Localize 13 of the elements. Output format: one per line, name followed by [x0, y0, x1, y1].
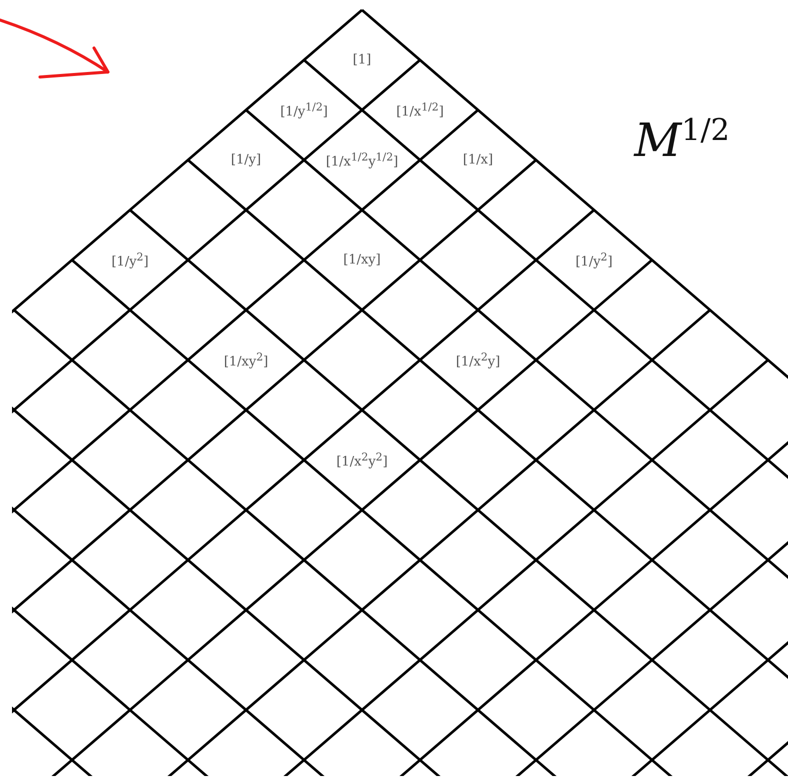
math-label: [1/y$^{2}$] — [110, 250, 150, 270]
math-label: [1/x] — [462, 152, 494, 168]
math-label: [1/x$^{1/2}$y$^{1/2}$] — [324, 150, 400, 170]
math-label: [1/x$^{2}$y] — [454, 350, 502, 370]
math-label: [1/y] — [230, 152, 262, 168]
math-label: [1/x$^{1/2}$] — [395, 100, 445, 120]
math-label: [1/xy] — [342, 252, 382, 268]
math-label: [1/y$^{1/2}$] — [279, 100, 329, 120]
formula-label: M$^{1/2}$ — [633, 112, 731, 168]
math-label: [1/y$^{2}$] — [574, 250, 614, 270]
math-label: [1/x$^{2}$y$^{2}$] — [335, 450, 389, 470]
math-label: [1] — [352, 52, 372, 68]
math-label: [1/xy$^{2}$] — [222, 350, 270, 370]
